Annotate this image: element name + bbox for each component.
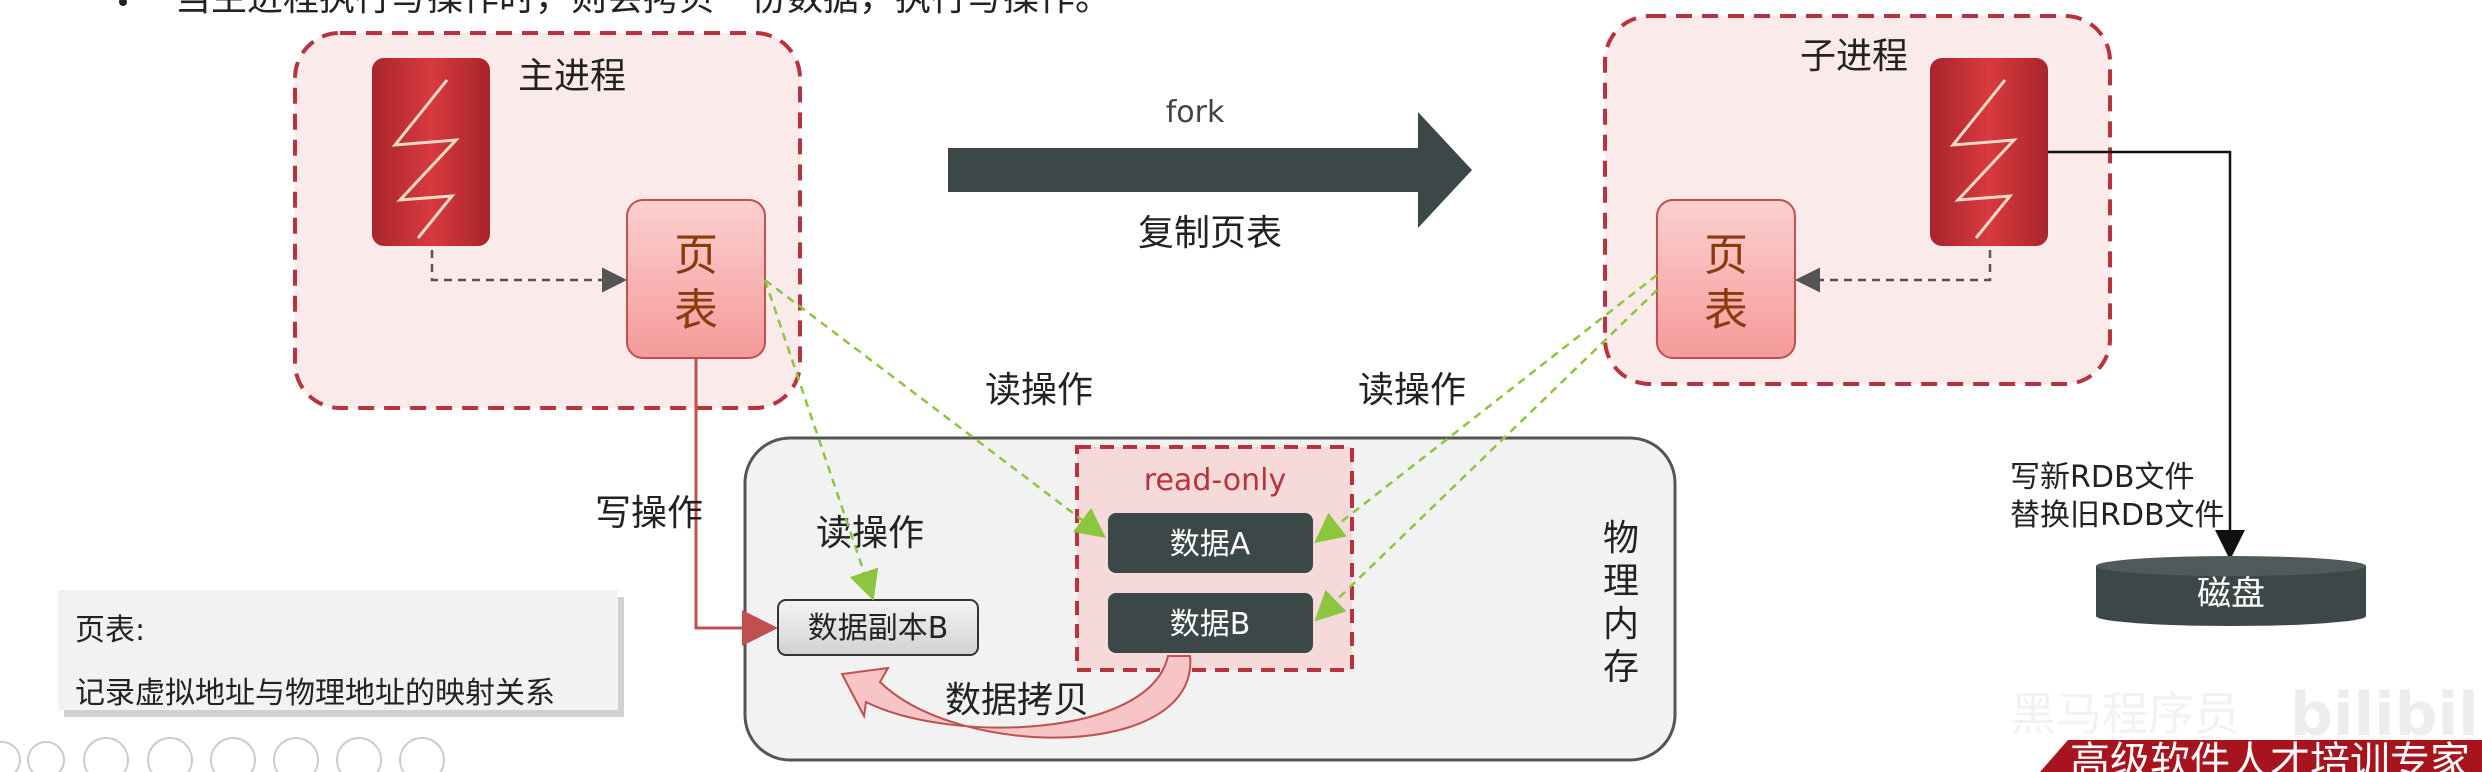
disk-label: 磁盘	[2197, 574, 2265, 614]
toolbar-pen-icon[interactable]	[83, 737, 129, 772]
fork-sub-label: 复制页表	[1138, 213, 1282, 254]
toolbar-prev-icon[interactable]	[0, 741, 21, 772]
read-op-inner-label: 读操作	[816, 513, 924, 554]
data-b-label: 数据B	[1170, 607, 1251, 642]
toolbar-grid-icon[interactable]	[147, 737, 193, 772]
svg-text:存: 存	[1603, 647, 1639, 688]
svg-text:内: 内	[1603, 604, 1639, 645]
svg-text:理: 理	[1603, 561, 1639, 602]
note-title: 页表:	[75, 613, 145, 648]
data-b-box	[1108, 593, 1313, 653]
readonly-label: read-only	[1144, 463, 1286, 498]
toolbar-camera-icon[interactable]	[336, 737, 382, 772]
physical-memory-title: 物 理 内 存	[1603, 518, 1639, 688]
read-op-right-label: 读操作	[1358, 370, 1466, 411]
main-page-table-char-1: 页	[674, 230, 718, 281]
data-a-box	[1108, 513, 1313, 573]
bullet-dot	[119, 0, 127, 6]
write-op-label: 写操作	[595, 493, 703, 534]
data-a-label: 数据A	[1170, 527, 1251, 562]
toolbar-subtitle-icon[interactable]	[273, 737, 319, 772]
data-copy-b-label: 数据副本B	[808, 611, 949, 646]
slogan-text: 高级软件人才培训专家	[2070, 739, 2470, 772]
data-copy-label: 数据拷贝	[945, 680, 1089, 721]
read-arrow-child-to-data-a	[1314, 274, 1658, 544]
main-page-table-char-2: 表	[674, 285, 718, 336]
svg-text:物: 物	[1603, 518, 1639, 559]
main-process-to-table-arrow	[430, 250, 627, 293]
toolbar-play-icon[interactable]	[27, 741, 65, 772]
child-process: 子进程 页 表	[1603, 14, 2112, 386]
rdb-line-2: 替换旧RDB文件	[2010, 498, 2225, 533]
main-process-title: 主进程	[518, 56, 626, 97]
watermark-site: bilibili	[2290, 680, 2482, 750]
rdb-line-1: 写新RDB文件	[2010, 460, 2195, 495]
note-body: 记录虚拟地址与物理地址的映射关系	[75, 676, 555, 711]
main-process-icon	[372, 58, 490, 246]
read-arrow-main-to-data-a	[764, 279, 1106, 539]
read-op-left-label: 读操作	[985, 370, 1093, 411]
toolbar-more-icon[interactable]	[399, 737, 445, 772]
slogan-banner	[2040, 740, 2482, 772]
watermark-logo: 黑马程序员	[2010, 687, 2240, 741]
write-op-arrow	[694, 358, 778, 646]
child-process-title: 子进程	[1800, 36, 1908, 77]
read-arrow-child-to-data-b	[1314, 289, 1658, 622]
fork-label: fork	[1166, 95, 1225, 130]
fork-arrow	[948, 112, 1472, 228]
child-process-to-table-arrow	[1795, 250, 1992, 293]
child-page-table-char-1: 页	[1704, 230, 1748, 281]
data-copy-arrow	[840, 655, 1192, 739]
slide-toolbar[interactable]	[0, 737, 445, 772]
toolbar-zoom-icon[interactable]	[210, 737, 256, 772]
main-process: 主进程 页 表	[293, 31, 802, 410]
page-table-note: 页表: 记录虚拟地址与物理地址的映射关系	[58, 590, 624, 717]
child-to-disk-line	[2048, 150, 2245, 560]
child-process-icon	[1930, 58, 2048, 246]
top-text: 当主进程执行写操作时，则会拷贝一份数据，执行写操作。	[175, 0, 1111, 19]
disk-icon	[2096, 556, 2366, 626]
child-page-table-char-2: 表	[1704, 285, 1748, 336]
